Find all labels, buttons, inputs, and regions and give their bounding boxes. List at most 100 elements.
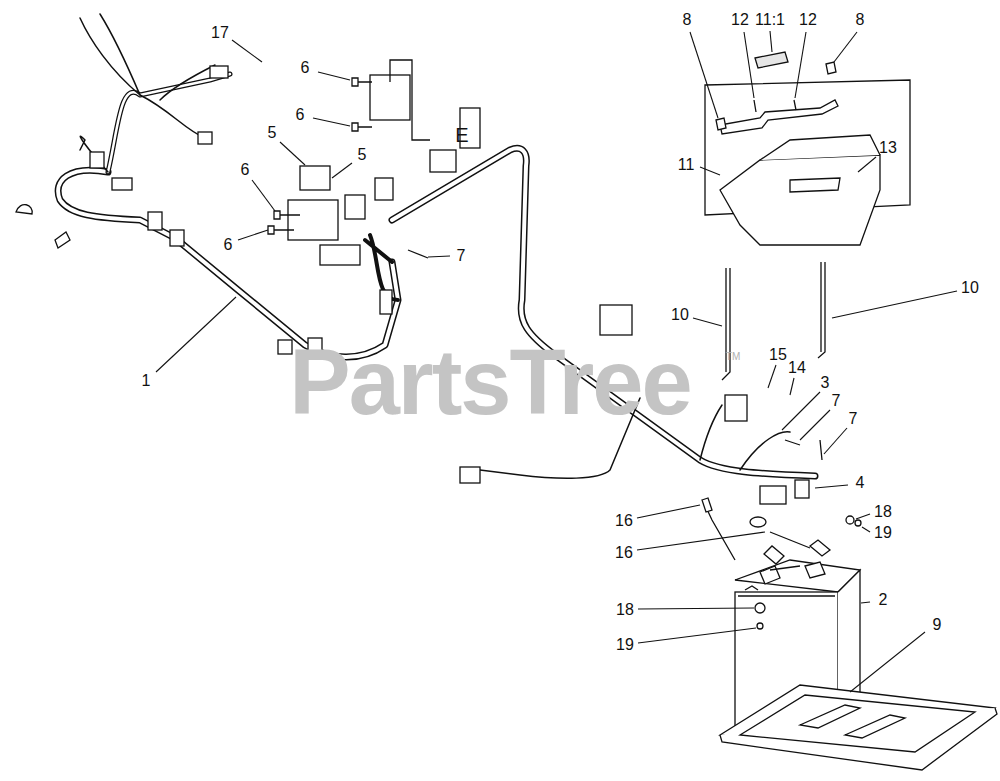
leader-lines: [768, 365, 776, 388]
connectors-and-relays: [600, 305, 632, 335]
battery: [735, 560, 860, 592]
screws: [274, 211, 300, 219]
screws: [268, 226, 294, 234]
hold-down-rods: [722, 262, 825, 380]
leader-lines: [815, 485, 848, 488]
connectors-and-relays: [320, 245, 360, 265]
leader-lines: [862, 527, 870, 532]
leader-lines: [156, 31, 957, 692]
wire-harness: [108, 74, 230, 172]
leader-lines: [858, 157, 876, 172]
connectors-and-relays: [16, 60, 809, 504]
wire-harness: [58, 14, 815, 478]
callout-number: 11:1: [755, 12, 785, 28]
connectors-and-relays: [288, 200, 338, 240]
leader-lines: [782, 392, 820, 430]
battery-cables: [750, 517, 766, 527]
leader-lines: [693, 318, 722, 326]
connectors-and-relays: [760, 486, 786, 504]
battery-cables: [702, 498, 712, 512]
battery: [764, 540, 830, 564]
connectors-and-relays: [430, 150, 456, 172]
letter-mark: E: [455, 125, 468, 145]
callout-number: 16: [615, 545, 633, 561]
watermark: PartsTree: [289, 336, 690, 428]
connectors-and-relays: [210, 66, 228, 78]
leader-lines: [856, 514, 870, 519]
leader-lines: [770, 31, 772, 52]
callout-number: 5: [358, 147, 367, 163]
battery: [760, 562, 825, 584]
leader-lines: [156, 297, 236, 372]
wire-harness: [140, 65, 215, 138]
battery-cables: [702, 498, 810, 560]
battery: [738, 595, 835, 596]
leader-lines: [638, 628, 756, 643]
wire-harness: [80, 136, 108, 172]
callout-number: 6: [296, 107, 305, 123]
callout-number: 7: [457, 248, 466, 264]
screws: [352, 78, 372, 86]
callout-number: 18: [616, 602, 634, 618]
battery-bracket-and-cover: [760, 135, 880, 160]
leader-lines: [313, 118, 350, 126]
wire-harness: [58, 170, 398, 357]
callout-number: 19: [616, 637, 634, 653]
leader-lines: [638, 608, 754, 609]
battery-tray: [800, 705, 905, 738]
callout-number: 12: [799, 12, 817, 28]
callout-number: 6: [301, 60, 310, 76]
callout-number: 11: [678, 157, 695, 173]
wire-harness: [740, 432, 790, 470]
callout-number: 7: [849, 411, 858, 427]
leader-lines: [332, 163, 352, 178]
callout-number: 13: [879, 140, 897, 156]
connectors-and-relays: [170, 230, 184, 246]
connectors-and-relays: [375, 178, 393, 200]
leader-lines: [280, 142, 305, 165]
leader-lines: [850, 632, 925, 692]
battery-tray: [720, 708, 997, 770]
leader-lines: [832, 291, 957, 318]
callout-number: 7: [832, 393, 841, 409]
battery: [745, 566, 800, 590]
callout-number: 17: [211, 25, 229, 41]
callout-number: 1: [142, 373, 151, 389]
leader-lines: [861, 602, 870, 603]
battery-bracket-and-cover: [790, 178, 840, 192]
battery: [757, 623, 763, 629]
screws: [352, 123, 372, 131]
callout-number: 6: [241, 162, 250, 178]
callout-number: 10: [961, 280, 979, 296]
callout-number: 19: [874, 525, 892, 541]
leader-lines: [690, 32, 718, 118]
battery-bracket-and-cover: [720, 100, 838, 134]
leader-lines: [238, 230, 268, 240]
leader-lines: [834, 32, 857, 62]
trademark-mark: TM: [726, 352, 740, 362]
leader-lines: [232, 40, 262, 62]
connectors-and-relays: [16, 205, 70, 248]
wire-harness: [58, 170, 398, 357]
battery-bracket-and-cover: [754, 100, 796, 112]
connectors-and-relays: [198, 132, 212, 144]
callout-number: 8: [683, 12, 692, 28]
callout-number: 12: [731, 12, 749, 28]
connectors-and-relays: [345, 195, 365, 219]
screws: [785, 440, 822, 460]
leader-lines: [318, 72, 350, 80]
leader-lines: [252, 180, 275, 211]
wire-harness: [108, 74, 230, 172]
battery: [755, 603, 765, 613]
connectors-and-relays: [380, 290, 392, 314]
connectors-and-relays: [725, 395, 747, 421]
connectors-and-relays: [460, 467, 480, 483]
callout-number: 15: [769, 347, 787, 363]
connectors-and-relays: [90, 152, 104, 168]
callout-number: 3: [821, 375, 830, 391]
screws: [268, 78, 822, 460]
callout-number: 18: [874, 504, 892, 520]
screws: [408, 250, 428, 258]
